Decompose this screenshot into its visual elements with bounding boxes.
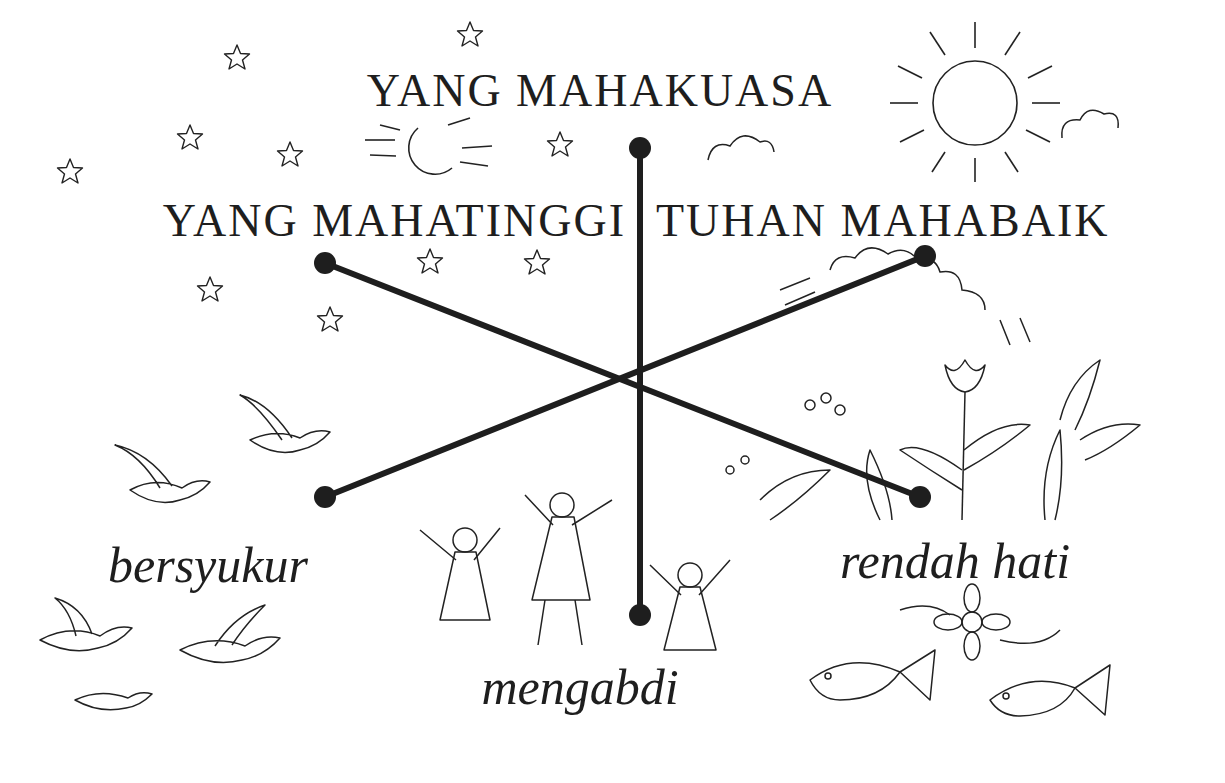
- birds: [40, 395, 330, 710]
- people: [420, 493, 730, 650]
- moon: [365, 118, 492, 174]
- label: TUHAN MAHABAIK: [656, 198, 1109, 244]
- label: bersyukur: [108, 540, 308, 590]
- flower-and-fish: [810, 584, 1110, 716]
- plants: [726, 360, 1140, 520]
- label: YANG MAHATINGGI: [163, 198, 626, 244]
- label: rendah hati: [840, 536, 1070, 586]
- label: mengabdi: [481, 662, 678, 712]
- sun: [890, 22, 1060, 182]
- label: YANG MAHAKUASA: [367, 68, 833, 114]
